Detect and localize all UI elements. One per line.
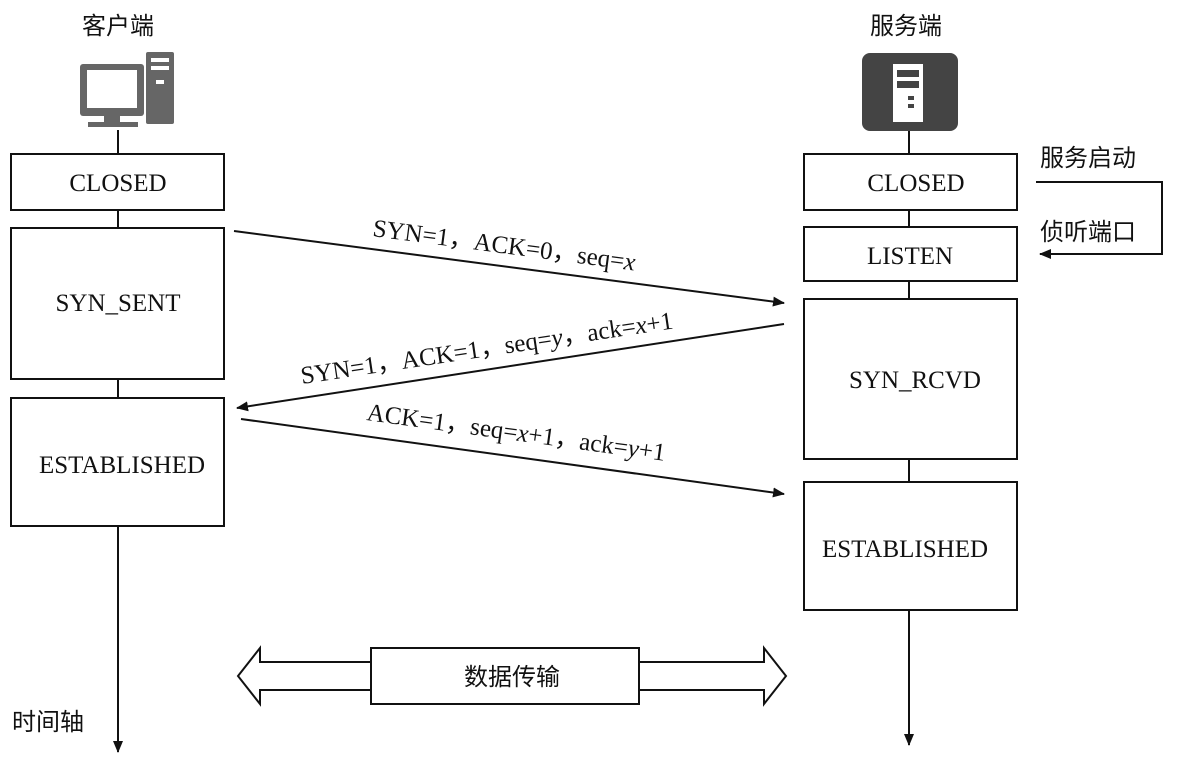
svg-text:CLOSED: CLOSED [867,170,964,197]
server-state-established: ESTABLISHED [803,481,1018,611]
client-state-established: ESTABLISHED [10,397,225,527]
server-state-closed: CLOSED [803,153,1018,211]
server-start-bracket-arrow [1036,181,1163,259]
data-transfer-double-arrow: 数据传输 [236,645,788,707]
client-state-syn-sent: SYN_SENT [10,227,225,380]
server-start-note: 服务启动 [1040,144,1136,172]
timeline-label: 时间轴 [12,708,84,736]
svg-text:SYN_SENT: SYN_SENT [55,290,180,317]
client-state-closed: CLOSED [10,153,225,211]
client-title: 客户端 [82,12,154,40]
svg-text:ESTABLISHED: ESTABLISHED [39,452,205,479]
syn-ack-arrow [236,323,785,412]
server-title: 服务端 [870,12,942,40]
svg-text:SYN_RCVD: SYN_RCVD [849,367,981,394]
server-state-syn-rcvd: SYN_RCVD [803,298,1018,460]
ack-arrow [240,418,785,498]
server-state-listen: LISTEN [803,226,1018,282]
server-icon [862,53,958,131]
desktop-computer-icon [80,52,174,127]
svg-text:CLOSED: CLOSED [69,170,166,197]
svg-text:LISTEN: LISTEN [867,243,953,270]
svg-text:ESTABLISHED: ESTABLISHED [822,536,988,563]
data-transfer-label: 数据传输 [464,663,560,691]
syn-arrow [233,230,785,307]
server-listen-note: 侦听端口 [1040,218,1136,246]
